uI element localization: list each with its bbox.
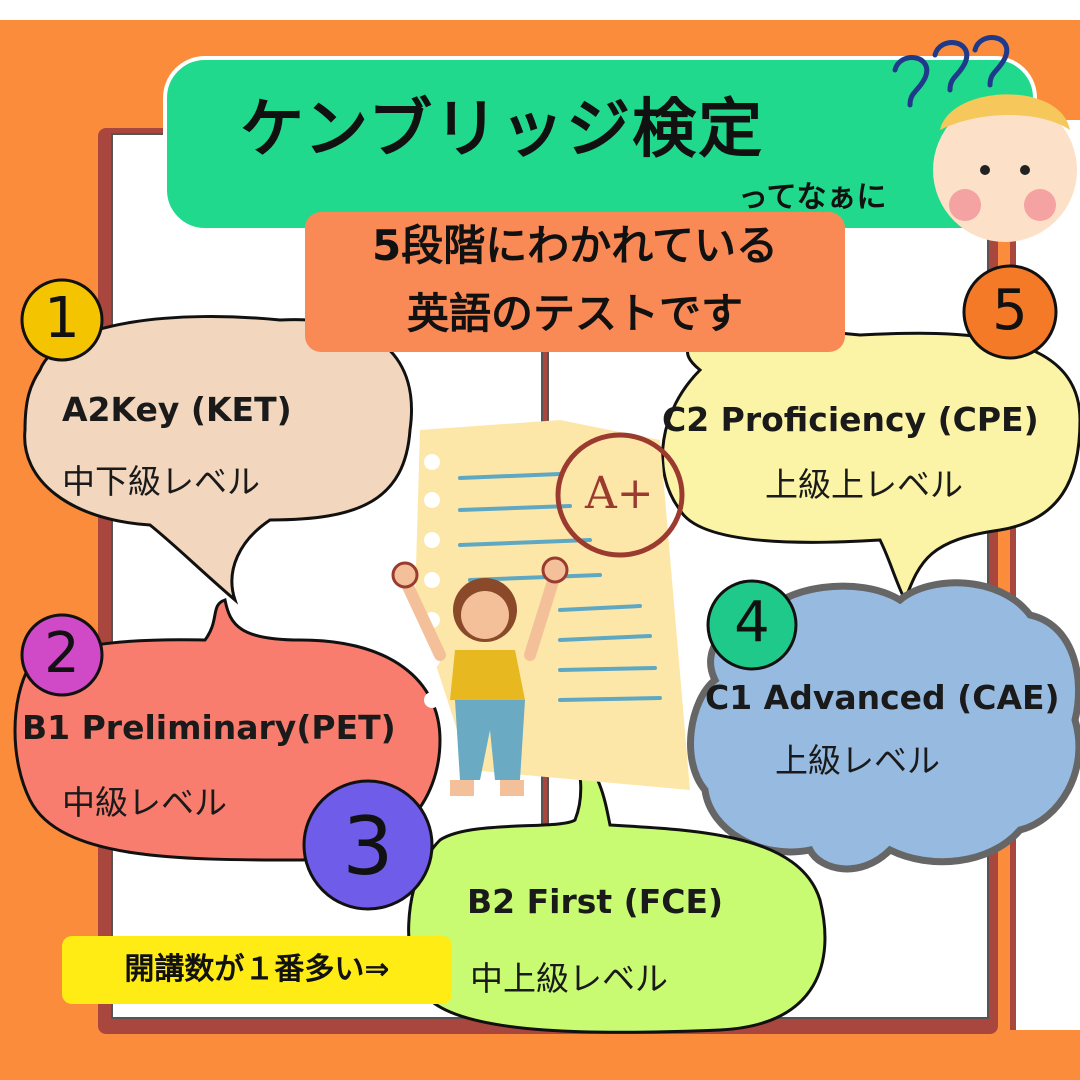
banner-line-2: 英語のテストです	[406, 289, 743, 338]
banner-line-1: 5段階にわかれている	[372, 221, 778, 270]
level-label-1: 中下級レベル	[62, 462, 260, 501]
number-circle-5	[962, 264, 1058, 360]
banner-box	[305, 212, 845, 352]
confused-boy-icon	[933, 94, 1077, 242]
level-label-2: 中級レベル	[62, 783, 227, 822]
level-number-2: 2	[44, 621, 80, 686]
level-label-5: 上級上レベル	[765, 465, 963, 504]
exam-name-1: A2Key (KET)	[62, 390, 292, 429]
exam-name-5: C2 Proficiency (CPE)	[662, 400, 1039, 439]
level-number-3: 3	[342, 800, 394, 893]
number-circle-3	[302, 779, 434, 911]
page-title: ケンブリッジ検定	[240, 93, 765, 167]
exam-name-4: C1 Advanced (CAE)	[705, 678, 1060, 717]
level-number-5: 5	[992, 278, 1028, 343]
cheering-girl-icon	[391, 556, 569, 796]
page-subtitle: ってなぁに	[738, 180, 887, 215]
number-circle-1	[20, 278, 104, 362]
number-circle-2	[20, 613, 104, 697]
popular-note: 開講数が１番多い⇒	[62, 936, 452, 1004]
level-label-4: 上級レベル	[775, 741, 940, 780]
bubble-level-1	[23, 315, 413, 605]
grade-badge: A+	[585, 468, 654, 519]
level-number-4: 4	[734, 590, 770, 655]
bubble-level-5	[661, 329, 1080, 604]
level-label-3: 中上級レベル	[470, 959, 668, 998]
question-marks-icon	[892, 35, 1010, 108]
exam-name-3: B2 First (FCE)	[467, 882, 724, 921]
number-circle-4	[706, 579, 798, 671]
exam-name-2: B1 Preliminary(PET)	[22, 708, 396, 747]
bubble-level-4	[687, 579, 1080, 873]
bubble-level-3	[407, 746, 827, 1034]
level-number-1: 1	[44, 286, 80, 351]
